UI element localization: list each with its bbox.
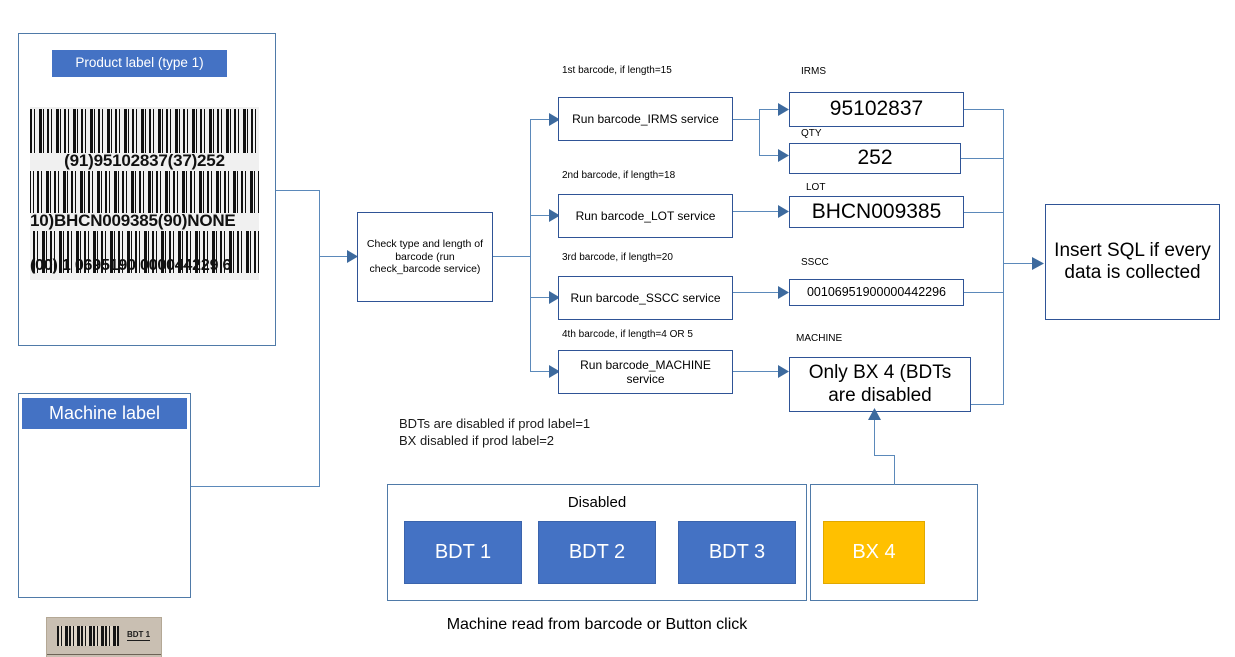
connector-branch-bus bbox=[530, 119, 531, 372]
insert-sql-text: Insert SQL if every data is collected bbox=[1054, 239, 1211, 283]
connector-sscc-value-out bbox=[964, 292, 1004, 293]
service-box-sscc[interactable]: Run barcode_SSCC service bbox=[558, 276, 733, 320]
button-bx-4[interactable]: BX 4 bbox=[823, 521, 925, 584]
button-bdt-2[interactable]: BDT 2 bbox=[538, 521, 656, 584]
product-label-chip-text: Product label (type 1) bbox=[75, 55, 204, 71]
machine-label-chip-text: Machine label bbox=[48, 402, 161, 423]
service-box-irms-label: Run barcode_IRMS service bbox=[572, 111, 719, 126]
arrow-into-lot-value bbox=[778, 205, 789, 218]
machine-label-photo: BDT 1 BDT 2 BDT 3 BX 4 bbox=[46, 617, 162, 657]
service-box-sscc-label: Run barcode_SSCC service bbox=[570, 290, 721, 305]
connector-bx4-elbow bbox=[874, 455, 895, 456]
result-field-sscc: SSCC bbox=[801, 257, 829, 268]
connector-product-to-bus bbox=[276, 190, 320, 191]
connector-irms-to-qty bbox=[759, 155, 780, 156]
service-box-lot[interactable]: Run barcode_LOT service bbox=[558, 194, 733, 238]
service-caption-2: 2nd barcode, if length=18 bbox=[562, 170, 676, 181]
connector-irms-out bbox=[733, 119, 760, 120]
arrow-into-machine-value bbox=[778, 365, 789, 378]
disable-rules-note: BDTs are disabled if prod label=1 BX dis… bbox=[399, 416, 591, 448]
arrow-into-machine-service bbox=[549, 365, 560, 378]
connector-branch-4 bbox=[530, 371, 552, 372]
service-box-machine-label: Run barcode_MACHINE service bbox=[580, 357, 711, 386]
connector-lot-out bbox=[733, 211, 780, 212]
connector-bx4-vertical-lower bbox=[894, 455, 895, 485]
insert-sql-box[interactable]: Insert SQL if every data is collected bbox=[1045, 204, 1220, 320]
button-bdt-3-label: BDT 3 bbox=[708, 541, 766, 563]
result-value-machine: Only BX 4 (BDTs are disabled bbox=[808, 362, 952, 406]
connector-branch-2 bbox=[530, 215, 552, 216]
connector-bx4-vertical-upper bbox=[874, 420, 875, 456]
connector-sscc-out bbox=[733, 292, 780, 293]
connector-check-to-branch bbox=[493, 256, 531, 257]
connector-machine-to-bus bbox=[191, 486, 320, 487]
connector-bus-to-insert-sql bbox=[1003, 263, 1035, 264]
result-box-machine[interactable]: Only BX 4 (BDTs are disabled bbox=[789, 357, 971, 412]
button-bdt-2-label: BDT 2 bbox=[568, 541, 626, 563]
button-bx-4-label: BX 4 bbox=[852, 541, 896, 563]
arrow-into-insert-sql bbox=[1032, 257, 1044, 270]
check-barcode-box[interactable]: Check type and length of barcode (run ch… bbox=[357, 212, 493, 302]
result-value-lot: BHCN009385 bbox=[811, 199, 942, 223]
connector-lot-value-out bbox=[964, 212, 1004, 213]
connector-machine-value-out bbox=[971, 404, 1004, 405]
result-box-sscc[interactable]: 00106951900000442296 bbox=[789, 279, 964, 306]
arrow-into-lot-service bbox=[549, 209, 560, 222]
result-value-qty: 252 bbox=[857, 146, 893, 170]
arrow-into-sscc-service bbox=[549, 291, 560, 304]
connector-irms-split-bus bbox=[759, 109, 760, 156]
bottom-caption: Machine read from barcode or Button clic… bbox=[446, 616, 748, 633]
arrow-into-check-box bbox=[347, 250, 358, 263]
button-bdt-1[interactable]: BDT 1 bbox=[404, 521, 522, 584]
connector-branch-1 bbox=[530, 119, 552, 120]
product-barcode-line-1: (91)95102837(37)252 bbox=[64, 151, 225, 170]
arrow-into-sscc-value bbox=[778, 286, 789, 299]
button-bdt-1-label: BDT 1 bbox=[434, 541, 492, 563]
product-barcode-line-3: (00) 1 0695190 000044229 6 bbox=[30, 257, 232, 274]
check-barcode-box-text: Check type and length of barcode (run ch… bbox=[366, 238, 484, 276]
connector-qty-value-out bbox=[961, 158, 1004, 159]
service-box-lot-label: Run barcode_LOT service bbox=[575, 208, 716, 223]
result-field-qty: QTY bbox=[801, 128, 822, 139]
service-caption-3: 3rd barcode, if length=20 bbox=[562, 252, 673, 263]
product-label-barcode-image: (91)95102837(37)252 10)BHCN009385(90)NON… bbox=[30, 107, 259, 280]
connector-machine-out bbox=[733, 371, 780, 372]
disabled-panel-title: Disabled bbox=[567, 494, 627, 511]
service-box-irms[interactable]: Run barcode_IRMS service bbox=[558, 97, 733, 141]
result-field-machine: MACHINE bbox=[796, 333, 843, 344]
connector-bus-to-check bbox=[319, 256, 349, 257]
result-field-irms: IRMS bbox=[801, 66, 826, 77]
service-caption-1: 1st barcode, if length=15 bbox=[562, 65, 672, 76]
service-caption-4: 4th barcode, if length=4 OR 5 bbox=[562, 329, 693, 340]
connector-branch-3 bbox=[530, 297, 552, 298]
result-box-lot[interactable]: BHCN009385 bbox=[789, 196, 964, 228]
service-box-machine[interactable]: Run barcode_MACHINE service bbox=[558, 350, 733, 394]
connector-results-bus bbox=[1003, 109, 1004, 405]
arrow-into-machine-result-from-bx4 bbox=[868, 408, 881, 420]
machine-row-label-1: BDT 1 bbox=[127, 630, 151, 641]
result-value-irms: 95102837 bbox=[829, 97, 924, 121]
result-field-lot: LOT bbox=[806, 182, 826, 193]
arrow-into-irms-service bbox=[549, 113, 560, 126]
connector-irms-to-value bbox=[759, 109, 780, 110]
button-bdt-3[interactable]: BDT 3 bbox=[678, 521, 796, 584]
arrow-into-irms-value bbox=[778, 103, 789, 116]
result-box-qty[interactable]: 252 bbox=[789, 143, 961, 174]
product-barcode-line-2: 10)BHCN009385(90)NONE bbox=[30, 211, 236, 230]
arrow-into-qty-value bbox=[778, 149, 789, 162]
connector-left-bus bbox=[319, 190, 320, 487]
result-value-sscc: 00106951900000442296 bbox=[806, 285, 947, 300]
result-box-irms[interactable]: 95102837 bbox=[789, 92, 964, 127]
machine-label-chip: Machine label bbox=[22, 398, 187, 429]
product-label-chip: Product label (type 1) bbox=[52, 50, 227, 77]
connector-irms-value-out bbox=[964, 109, 1004, 110]
